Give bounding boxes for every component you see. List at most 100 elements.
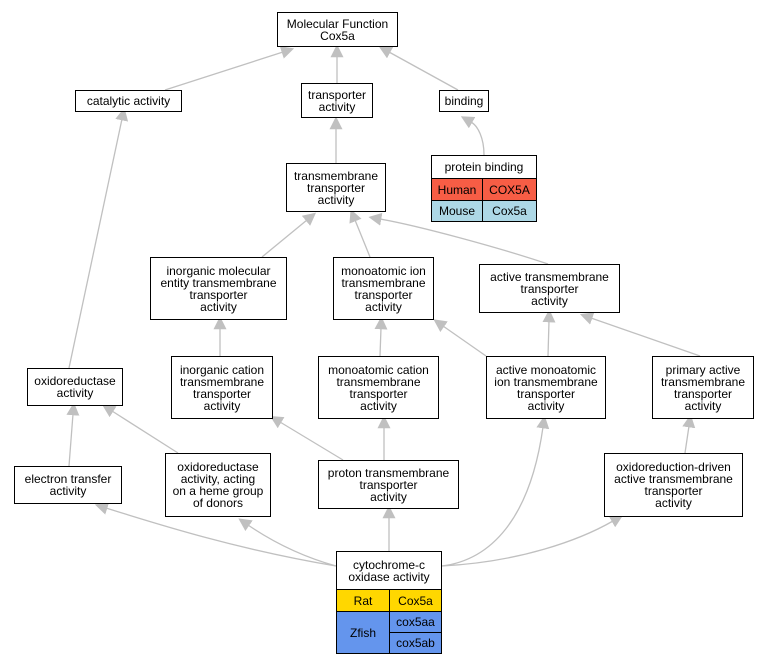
species-cell-human: Human xyxy=(432,178,483,200)
edge-arrow xyxy=(368,212,549,265)
node-label-line: activity xyxy=(360,398,397,413)
node-label-line: catalytic activity xyxy=(86,94,171,108)
edge-arrow xyxy=(579,312,701,357)
cytochrome-title-line-2: oxidase activity xyxy=(348,569,430,584)
edge-arrow xyxy=(682,414,696,454)
node-label-line: transporter xyxy=(189,287,248,302)
gene-cell-mouse: Cox5a xyxy=(483,200,536,221)
node-label-line: activity, acting xyxy=(180,472,256,486)
edge-arrow xyxy=(102,404,179,454)
node-label-line: transporter xyxy=(349,386,408,401)
edge-arrow xyxy=(441,415,550,567)
gene-cell-zfish-1: cox5aa xyxy=(390,611,441,632)
edge-arrow xyxy=(542,309,556,357)
node-label-line: Molecular Function xyxy=(286,16,389,31)
node-label-line: entity transmembrane xyxy=(160,275,277,290)
node-label-line: transmembrane xyxy=(293,168,379,183)
gene-cell-rat: Cox5a xyxy=(390,589,441,611)
node-label-line: transmembrane xyxy=(660,374,746,389)
node-label-line: transporter xyxy=(644,484,703,498)
edge-arrow xyxy=(68,107,129,369)
node-label-line: activity xyxy=(56,386,94,400)
cytochrome-oxidase-table[interactable]: cytochrome-c oxidase activity Rat Cox5a … xyxy=(336,551,442,654)
edge-arrow xyxy=(94,502,337,567)
node-label-line: transporter xyxy=(516,386,576,401)
node-label-line: transporter xyxy=(673,386,733,401)
node-label-line: transporter xyxy=(520,281,579,296)
node-label-line: active monoatomic xyxy=(495,362,597,377)
gene-cell-human: COX5A xyxy=(483,178,536,200)
node-label-line: binding xyxy=(444,94,484,108)
node-label-line: proton transmembrane xyxy=(327,465,450,480)
node-label-line: active transmembrane xyxy=(614,472,733,486)
node-label-line: monoatomic ion xyxy=(341,263,426,278)
node-label-line: inorganic cation xyxy=(179,362,265,377)
edge-arrow xyxy=(374,316,388,357)
node-label-line: activity xyxy=(370,489,407,504)
node-label-line: activity xyxy=(655,496,692,510)
cytochrome-title: cytochrome-c oxidase activity xyxy=(337,552,441,589)
node-label-line: oxidoreductase xyxy=(177,460,259,474)
node-label-line: activity xyxy=(49,484,87,498)
edge-arrow xyxy=(238,518,337,567)
node-label-line: activity xyxy=(317,192,355,207)
edge-arrow xyxy=(261,212,317,258)
node-label-line: inorganic molecular xyxy=(166,263,271,278)
node-label-line: Cox5a xyxy=(320,28,355,43)
edge-arrow xyxy=(164,46,295,91)
edge-arrow xyxy=(441,515,624,567)
node-label-line: transmembrane xyxy=(179,374,265,389)
species-cell-rat: Rat xyxy=(337,589,390,611)
node-label-line: transporter xyxy=(306,180,366,195)
node-label-line: activity xyxy=(200,299,237,314)
species-cell-zfish: Zfish xyxy=(337,611,390,653)
edge-arrow xyxy=(433,319,487,357)
node-label-line: activity xyxy=(203,398,241,413)
node-label-line: monoatomic cation xyxy=(328,362,429,377)
node-label-line: electron transfer xyxy=(24,472,112,486)
node-label-line: transporter xyxy=(192,386,252,401)
node-label-line: oxidoreductase xyxy=(34,374,116,388)
protein-binding-title: protein binding xyxy=(444,160,524,174)
node-catalytic-activity[interactable]: catalytic activity xyxy=(75,90,182,112)
edge-arrow xyxy=(460,116,485,156)
node-label-line: activity xyxy=(684,398,722,413)
edge-arrow xyxy=(378,46,459,91)
edge-arrow xyxy=(269,415,344,461)
edge-arrow xyxy=(349,209,371,258)
node-label-line: transmembrane xyxy=(336,374,421,389)
species-cell-mouse: Mouse xyxy=(432,200,483,221)
node-label-line: activity xyxy=(318,99,356,114)
cytochrome-title-line-1: cytochrome-c xyxy=(352,557,426,572)
node-label-line: transmembrane xyxy=(341,275,426,290)
gene-cell-zfish-2: cox5ab xyxy=(390,632,441,653)
node-label-line: activity xyxy=(365,299,402,314)
node-label-line: transporter xyxy=(359,477,418,492)
node-label-line: oxidoreduction-driven xyxy=(616,460,731,474)
node-label-line: on a heme group xyxy=(172,484,264,498)
node-label-line: active transmembrane xyxy=(490,269,609,284)
node-label-line: transporter xyxy=(354,287,413,302)
protein-binding-table[interactable]: protein binding Human COX5A Mouse Cox5a xyxy=(431,155,537,222)
node-label-line: activity xyxy=(527,398,565,413)
edge-arrow xyxy=(66,402,80,467)
node-binding[interactable]: binding xyxy=(439,90,489,112)
node-label-line: activity xyxy=(531,293,568,308)
